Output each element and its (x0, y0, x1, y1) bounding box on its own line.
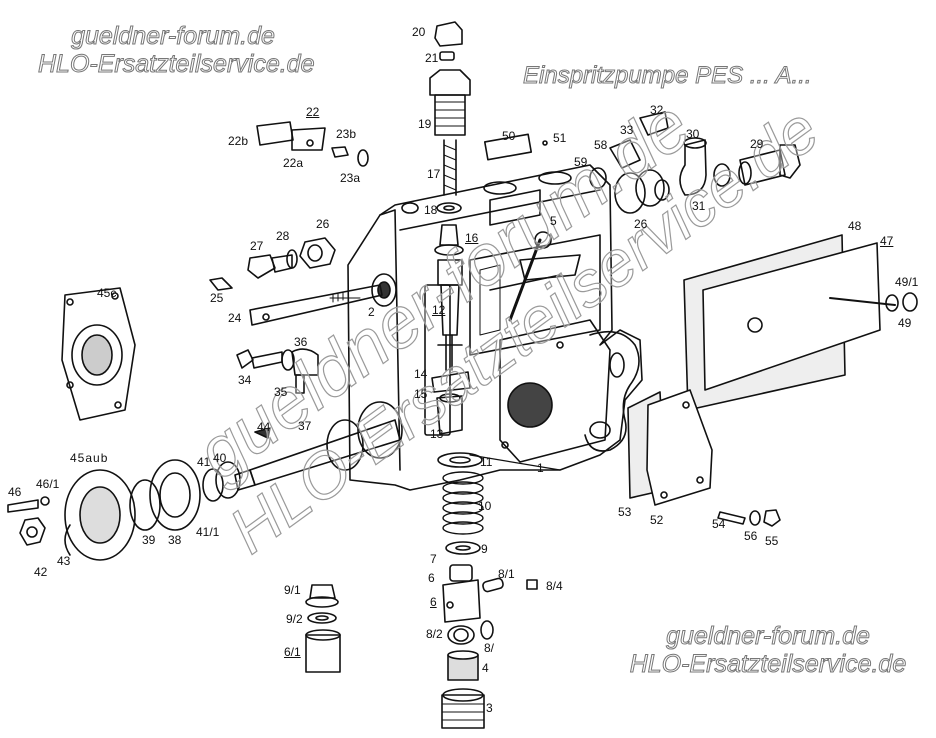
part-label: 11 (480, 455, 493, 469)
part-label: 22a (283, 156, 304, 170)
part-label: 25 (210, 291, 224, 305)
fuel-lever-parts (209, 237, 383, 326)
watermark-top-left: gueldner-forum.de HLO-Ersatzteilservice.… (38, 22, 315, 79)
part-label: 42 (34, 565, 48, 579)
part-label: 39 (142, 533, 156, 547)
part-label: 31 (692, 199, 706, 213)
part-label: 23a (340, 171, 361, 185)
watermark-line: gueldner-forum.de (666, 622, 871, 651)
part-label: 58 (594, 138, 608, 152)
part-label: 20 (412, 25, 426, 39)
part-label: 50 (502, 129, 516, 143)
watermark-line: HLO-Ersatzteilservice.de (38, 50, 315, 79)
part-label: 7 (430, 552, 437, 566)
part-label: 24 (228, 311, 242, 325)
part-label: 34 (238, 373, 252, 387)
part-label: 18 (424, 203, 438, 217)
side-cover-47-48 (683, 234, 918, 411)
part-label: 29 (750, 137, 764, 151)
part-label: 38 (168, 533, 182, 547)
diagram-title: Einspritzpumpe PES ... A... (523, 62, 813, 90)
part-label: 9/2 (286, 612, 303, 626)
part-label: 6 (430, 595, 437, 609)
part-label: 21 (425, 51, 439, 65)
part-label: 8/1 (498, 567, 515, 581)
tappet-alt-parts (305, 584, 341, 673)
banjo-fitting-34-36 (236, 348, 319, 394)
part-label: 36 (294, 335, 308, 349)
part-label: 40 (213, 451, 227, 465)
part-label: 51 (553, 131, 567, 145)
part-label: 14 (414, 367, 428, 381)
part-label: 9 (481, 542, 488, 556)
part-label: 52 (650, 513, 664, 527)
part-label: 32 (650, 103, 664, 117)
part-label: 19 (418, 117, 432, 131)
control-rack (489, 231, 581, 322)
part-label: 22b (228, 134, 249, 148)
part-label: 43 (57, 554, 71, 568)
part-label: 33 (620, 123, 634, 137)
part-label: 1 (537, 461, 544, 475)
part-label: 8/4 (546, 579, 563, 593)
part-label: 16 (465, 231, 479, 245)
pump-housing (347, 164, 643, 491)
part-label: 48 (848, 219, 862, 233)
stud-nut-54-56 (717, 509, 781, 527)
part-label: 46 (8, 485, 22, 499)
part-label: 41/1 (196, 525, 220, 539)
part-label: 28 (276, 229, 290, 243)
part-label: 30 (686, 127, 700, 141)
part-label: 5 (550, 214, 557, 228)
part-label: 26 (316, 217, 330, 231)
part-label: 49/1 (895, 275, 919, 289)
watermark-bottom-right: gueldner-forum.de HLO-Ersatzteilservice.… (618, 622, 918, 679)
part-label: 6/1 (284, 645, 301, 659)
part-label: 12 (432, 303, 446, 317)
part-label: 23b (336, 127, 357, 141)
part-label: 49 (898, 316, 912, 330)
part-label: 3 (486, 701, 493, 715)
bearing-assembly (7, 459, 241, 561)
part-label: 2 (368, 305, 375, 319)
watermark-line: gueldner-forum.de (71, 22, 276, 51)
part-label: 26 (634, 217, 648, 231)
element-stack (429, 21, 538, 729)
part-label: 44 (257, 420, 271, 434)
part-label: 27 (250, 239, 264, 253)
part-label: 4 (482, 661, 489, 675)
part-label: 37 (298, 419, 312, 433)
part-label: 8/2 (426, 627, 443, 641)
part-label: 15 (414, 387, 428, 401)
part-label: 47 (880, 234, 894, 248)
flange-45c (61, 287, 136, 421)
spring-10 (442, 471, 484, 535)
part-label: 35 (274, 385, 288, 399)
overflow-valve-fittings (483, 111, 801, 214)
part-label: 55 (765, 534, 779, 548)
part-label: 13 (430, 427, 444, 441)
end-plate-52-53 (627, 389, 713, 506)
part-label: 41 (197, 455, 211, 469)
watermark-line: HLO-Ersatzteilservice.de (629, 650, 907, 679)
part-label: 10 (478, 499, 492, 513)
part-label: 53 (618, 505, 632, 519)
camshaft (234, 401, 403, 491)
clamp-22 (256, 121, 369, 167)
part-label: 9/1 (284, 583, 301, 597)
part-label: 8/ (484, 641, 495, 655)
part-label: 6 (428, 571, 435, 585)
part-label: 45aub (70, 451, 109, 465)
part-label: 17 (427, 167, 441, 181)
part-label: 56 (744, 529, 758, 543)
part-label: 46/1 (36, 477, 60, 491)
part-label: 22 (306, 105, 320, 119)
part-label: 59 (574, 155, 588, 169)
part-label: 45c (97, 286, 117, 300)
part-label: 54 (712, 517, 726, 531)
